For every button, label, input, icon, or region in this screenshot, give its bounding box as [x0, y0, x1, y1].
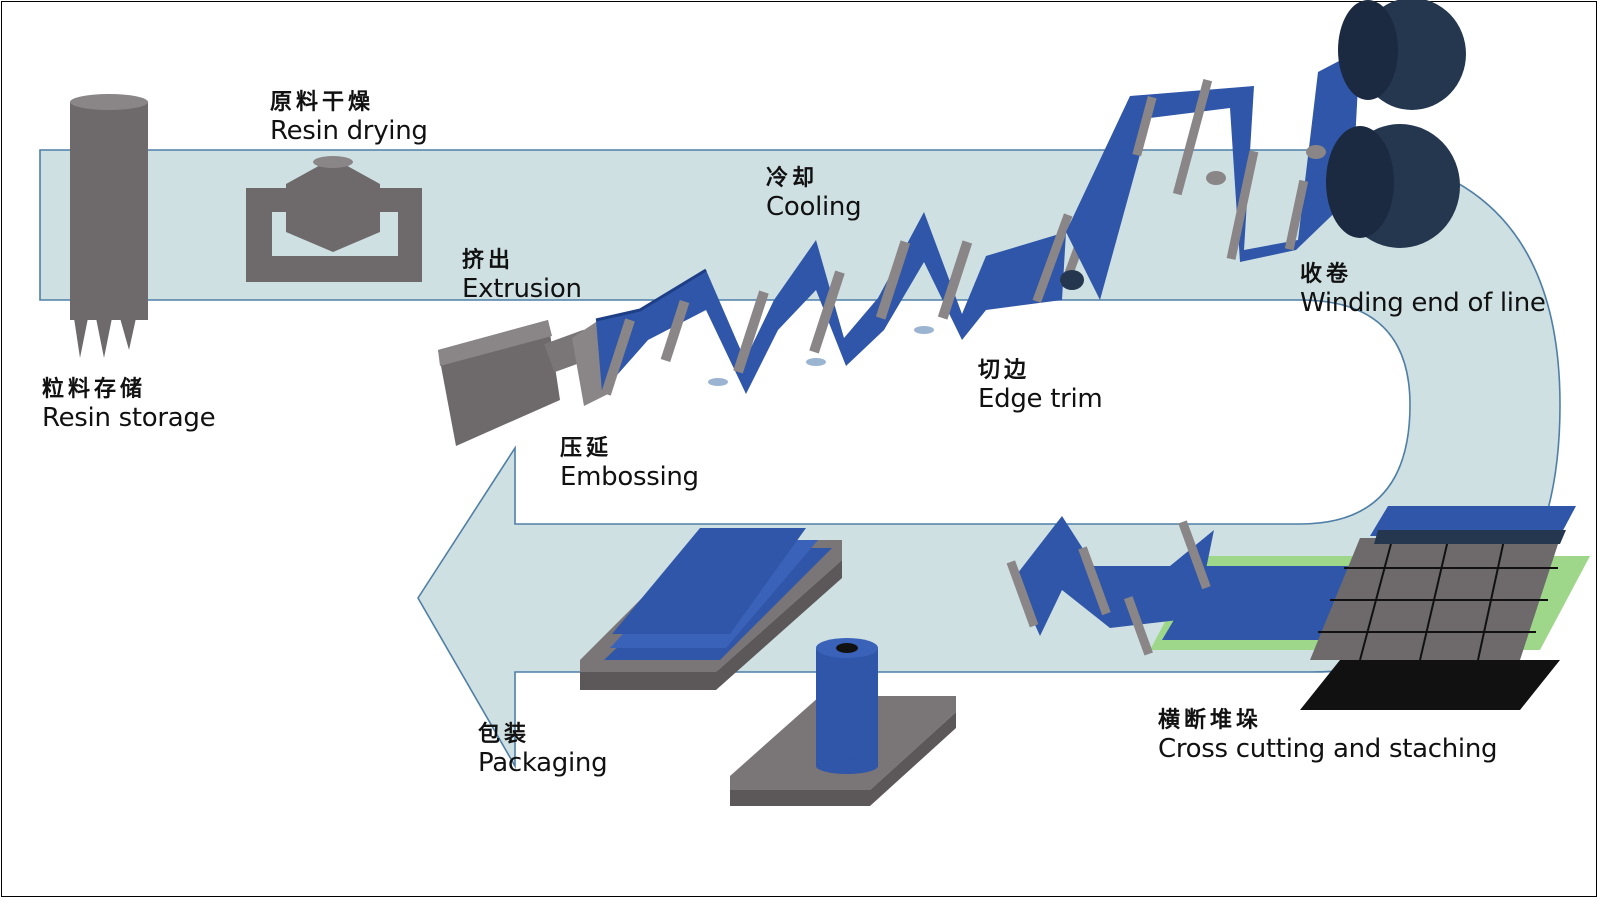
- label-cooling-en: Cooling: [766, 192, 862, 223]
- label-embossing: 压延 Embossing: [560, 435, 699, 493]
- extruder: [438, 318, 612, 446]
- label-resin-storage-en: Resin storage: [42, 403, 216, 434]
- label-cross-cutting: 横断堆垛 Cross cutting and staching: [1158, 707, 1498, 765]
- label-packaging-zh: 包装: [478, 721, 531, 747]
- label-cooling: 冷却 Cooling: [766, 165, 862, 223]
- label-extrusion: 挤出 Extrusion: [462, 247, 582, 305]
- label-winding-zh: 收卷: [1300, 261, 1353, 287]
- label-edge-trim: 切边 Edge trim: [978, 357, 1103, 415]
- label-resin-storage: 粒料存储 Resin storage: [42, 376, 216, 434]
- label-cross-cutting-zh: 横断堆垛: [1158, 707, 1263, 733]
- roll-on-pallet: [730, 638, 956, 806]
- label-winding-en: Winding end of line: [1300, 288, 1546, 319]
- label-resin-drying-en: Resin drying: [270, 116, 428, 147]
- winder-rolls: [1326, 0, 1466, 248]
- return-film: [1006, 516, 1214, 656]
- label-embossing-zh: 压延: [560, 435, 613, 461]
- label-cross-cutting-en: Cross cutting and staching: [1158, 734, 1498, 765]
- label-resin-storage-zh: 粒料存储: [42, 376, 147, 402]
- label-resin-drying: 原料干燥 Resin drying: [270, 89, 428, 147]
- label-extrusion-zh: 挤出: [462, 247, 515, 273]
- winding-film: [1066, 50, 1360, 300]
- resin-dryer: [246, 156, 422, 282]
- label-extrusion-en: Extrusion: [462, 274, 582, 305]
- label-winding: 收卷 Winding end of line: [1300, 261, 1546, 319]
- label-edge-trim-zh: 切边: [978, 357, 1031, 383]
- label-cooling-zh: 冷却: [766, 165, 819, 191]
- cooling-film: [595, 212, 1066, 396]
- label-embossing-en: Embossing: [560, 462, 699, 493]
- resin-storage-silo: [70, 94, 148, 358]
- cross-cutting-station: [1150, 506, 1590, 710]
- label-edge-trim-en: Edge trim: [978, 384, 1103, 415]
- sheet-stack-pallet: [580, 528, 842, 690]
- label-packaging: 包装 Packaging: [478, 721, 608, 779]
- label-packaging-en: Packaging: [478, 748, 608, 779]
- label-resin-drying-zh: 原料干燥: [270, 89, 375, 115]
